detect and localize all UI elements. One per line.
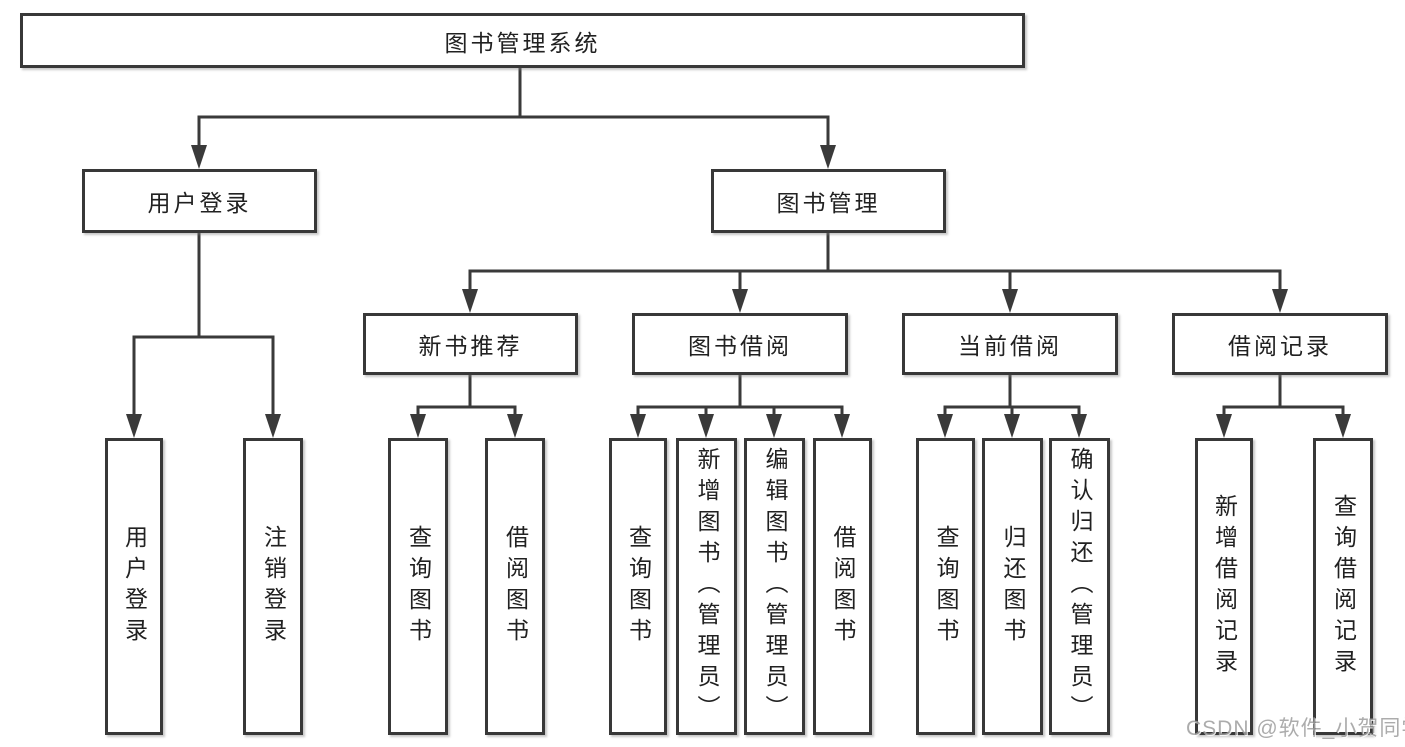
leaf-borrow-query: 查询图书 <box>609 438 667 735</box>
edge-book-borrow-arrowheads <box>630 414 850 438</box>
leaf-current-return: 归还图书 <box>982 438 1043 735</box>
node-user-login-label: 用户登录 <box>147 190 252 216</box>
edge-borrow-records <box>1222 373 1345 418</box>
node-borrow-records: 借阅记录 <box>1172 313 1388 375</box>
leaf-current-confirm-admin-label: 确认归还（管理员） <box>1067 447 1093 726</box>
edge-current-borrow <box>943 373 1081 418</box>
watermark: CSDN @软件_小贺同学 <box>1186 717 1405 740</box>
leaf-user-login: 用户登录 <box>105 438 163 735</box>
leaf-borrow-add-admin: 新增图书（管理员） <box>676 438 737 735</box>
leaf-records-query: 查询借阅记录 <box>1313 438 1373 735</box>
leaf-borrow-borrow-label: 借阅图书 <box>830 524 856 649</box>
leaf-newbooks-query-label: 查询图书 <box>405 524 432 649</box>
leaf-newbooks-query: 查询图书 <box>388 438 448 735</box>
edge-borrow-records-arrowheads <box>1216 414 1351 438</box>
node-user-login: 用户登录 <box>82 169 317 233</box>
node-new-books: 新书推荐 <box>363 313 578 375</box>
edge-current-borrow-arrowheads <box>937 414 1087 438</box>
node-root-label: 图书管理系统 <box>444 29 601 56</box>
edge-book-mgmt <box>468 231 1282 293</box>
node-book-mgmt: 图书管理 <box>711 169 946 233</box>
leaf-borrow-borrow: 借阅图书 <box>813 438 872 735</box>
node-book-borrow: 图书借阅 <box>632 313 848 375</box>
node-borrow-records-label: 借阅记录 <box>1228 333 1332 359</box>
leaf-borrow-edit-admin-label: 编辑图书（管理员） <box>762 447 788 726</box>
leaf-user-login-label: 用户登录 <box>121 524 148 649</box>
leaf-current-return-label: 归还图书 <box>1000 524 1026 649</box>
edge-user-login <box>132 231 275 418</box>
leaf-current-query: 查询图书 <box>916 438 975 735</box>
leaf-current-confirm-admin: 确认归还（管理员） <box>1049 438 1110 735</box>
edge-new-books-arrowheads <box>410 414 523 438</box>
leaf-logout-label: 注销登录 <box>260 524 287 649</box>
leaf-borrow-add-admin-label: 新增图书（管理员） <box>694 447 720 726</box>
leaf-records-add-label: 新增借阅记录 <box>1211 493 1238 680</box>
edge-new-books <box>416 373 517 418</box>
edge-root-arrowheads <box>191 145 836 169</box>
node-book-mgmt-label: 图书管理 <box>776 190 881 216</box>
leaf-records-query-label: 查询借阅记录 <box>1330 493 1357 680</box>
leaf-newbooks-borrow: 借阅图书 <box>485 438 545 735</box>
edge-user-login-arrowheads <box>126 414 281 438</box>
leaf-borrow-edit-admin: 编辑图书（管理员） <box>744 438 805 735</box>
node-book-borrow-label: 图书借阅 <box>688 333 792 359</box>
leaf-newbooks-borrow-label: 借阅图书 <box>502 524 529 649</box>
edge-book-borrow <box>636 373 844 418</box>
node-root: 图书管理系统 <box>20 13 1025 68</box>
node-new-books-label: 新书推荐 <box>418 333 523 359</box>
edge-book-mgmt-arrowheads <box>462 289 1288 313</box>
leaf-logout: 注销登录 <box>243 438 303 735</box>
node-current-borrow-label: 当前借阅 <box>958 333 1062 359</box>
leaf-borrow-query-label: 查询图书 <box>625 524 652 649</box>
leaf-current-query-label: 查询图书 <box>933 524 959 649</box>
node-current-borrow: 当前借阅 <box>902 313 1118 375</box>
edge-root-to-level1 <box>197 66 830 149</box>
leaf-records-add: 新增借阅记录 <box>1195 438 1253 735</box>
